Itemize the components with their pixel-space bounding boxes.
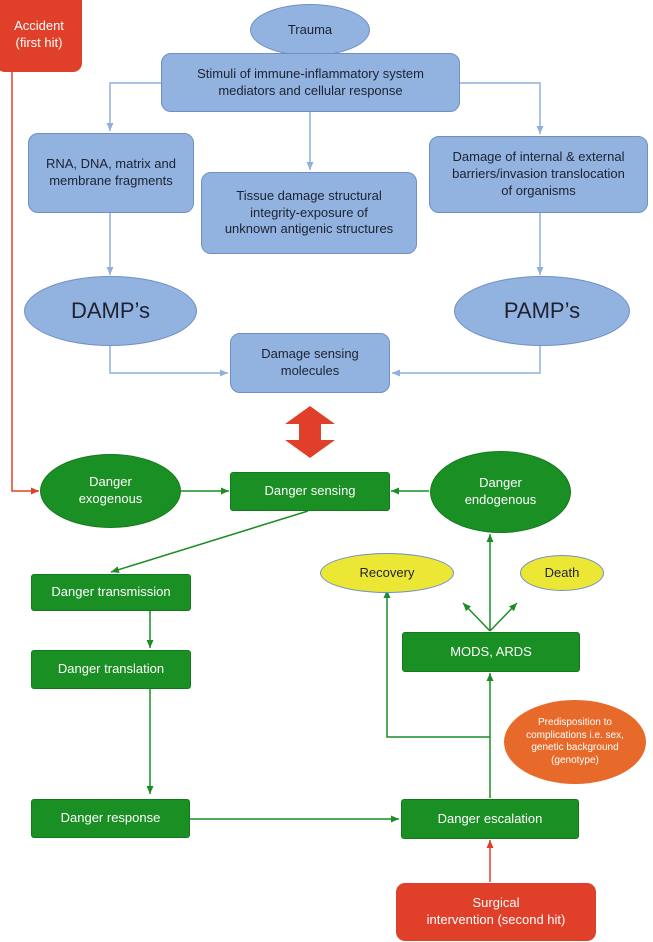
predisposition-node: Predisposition to complications i.e. sex… [504,700,646,784]
arrow-damps-to-sensing-molecules [109,346,228,377]
danger-exogenous-node: Danger exogenous [40,454,181,528]
double-arrow-icon [285,406,335,458]
arrow-escalation-to-recovery [383,590,490,738]
arrow-stimuli-to-barrier-damage [459,82,544,134]
recovery-node: Recovery [320,553,454,593]
rna-dna-node: RNA, DNA, matrix and membrane fragments [28,133,194,213]
danger-translation-node: Danger translation [31,650,191,689]
danger-response-node: Danger response [31,799,190,838]
barrier-damage-node: Damage of internal & external barriers/i… [429,136,648,213]
arrow-mods-ards-to-recovery-side [462,602,491,632]
death-node: Death [520,555,604,591]
accident-first-hit-node: Accident (first hit) [0,0,82,72]
damage-sensing-molecules-node: Damage sensing molecules [230,333,390,393]
tissue-damage-node: Tissue damage structural integrity-expos… [201,172,417,254]
arrow-mods-ards-to-death-side [489,602,518,632]
danger-sensing-node: Danger sensing [230,472,390,511]
trauma-node: Trauma [250,4,370,56]
danger-transmission-node: Danger transmission [31,574,191,611]
danger-endogenous-node: Danger endogenous [430,451,571,533]
surgical-intervention-node: Surgical intervention (second hit) [396,883,596,941]
arrow-stimuli-to-rna-dna [106,82,162,131]
damps-node: DAMP’s [24,276,197,346]
danger-escalation-node: Danger escalation [401,799,579,839]
mods-ards-node: MODS, ARDS [402,632,580,672]
arrow-sensing-to-transmission [110,510,309,573]
pamps-node: PAMP’s [454,276,630,346]
stimuli-node: Stimuli of immune-inflammatory system me… [161,53,460,112]
arrow-pamps-to-sensing-molecules [392,346,541,377]
arrow-accident-to-danger-exogenous [11,72,39,495]
